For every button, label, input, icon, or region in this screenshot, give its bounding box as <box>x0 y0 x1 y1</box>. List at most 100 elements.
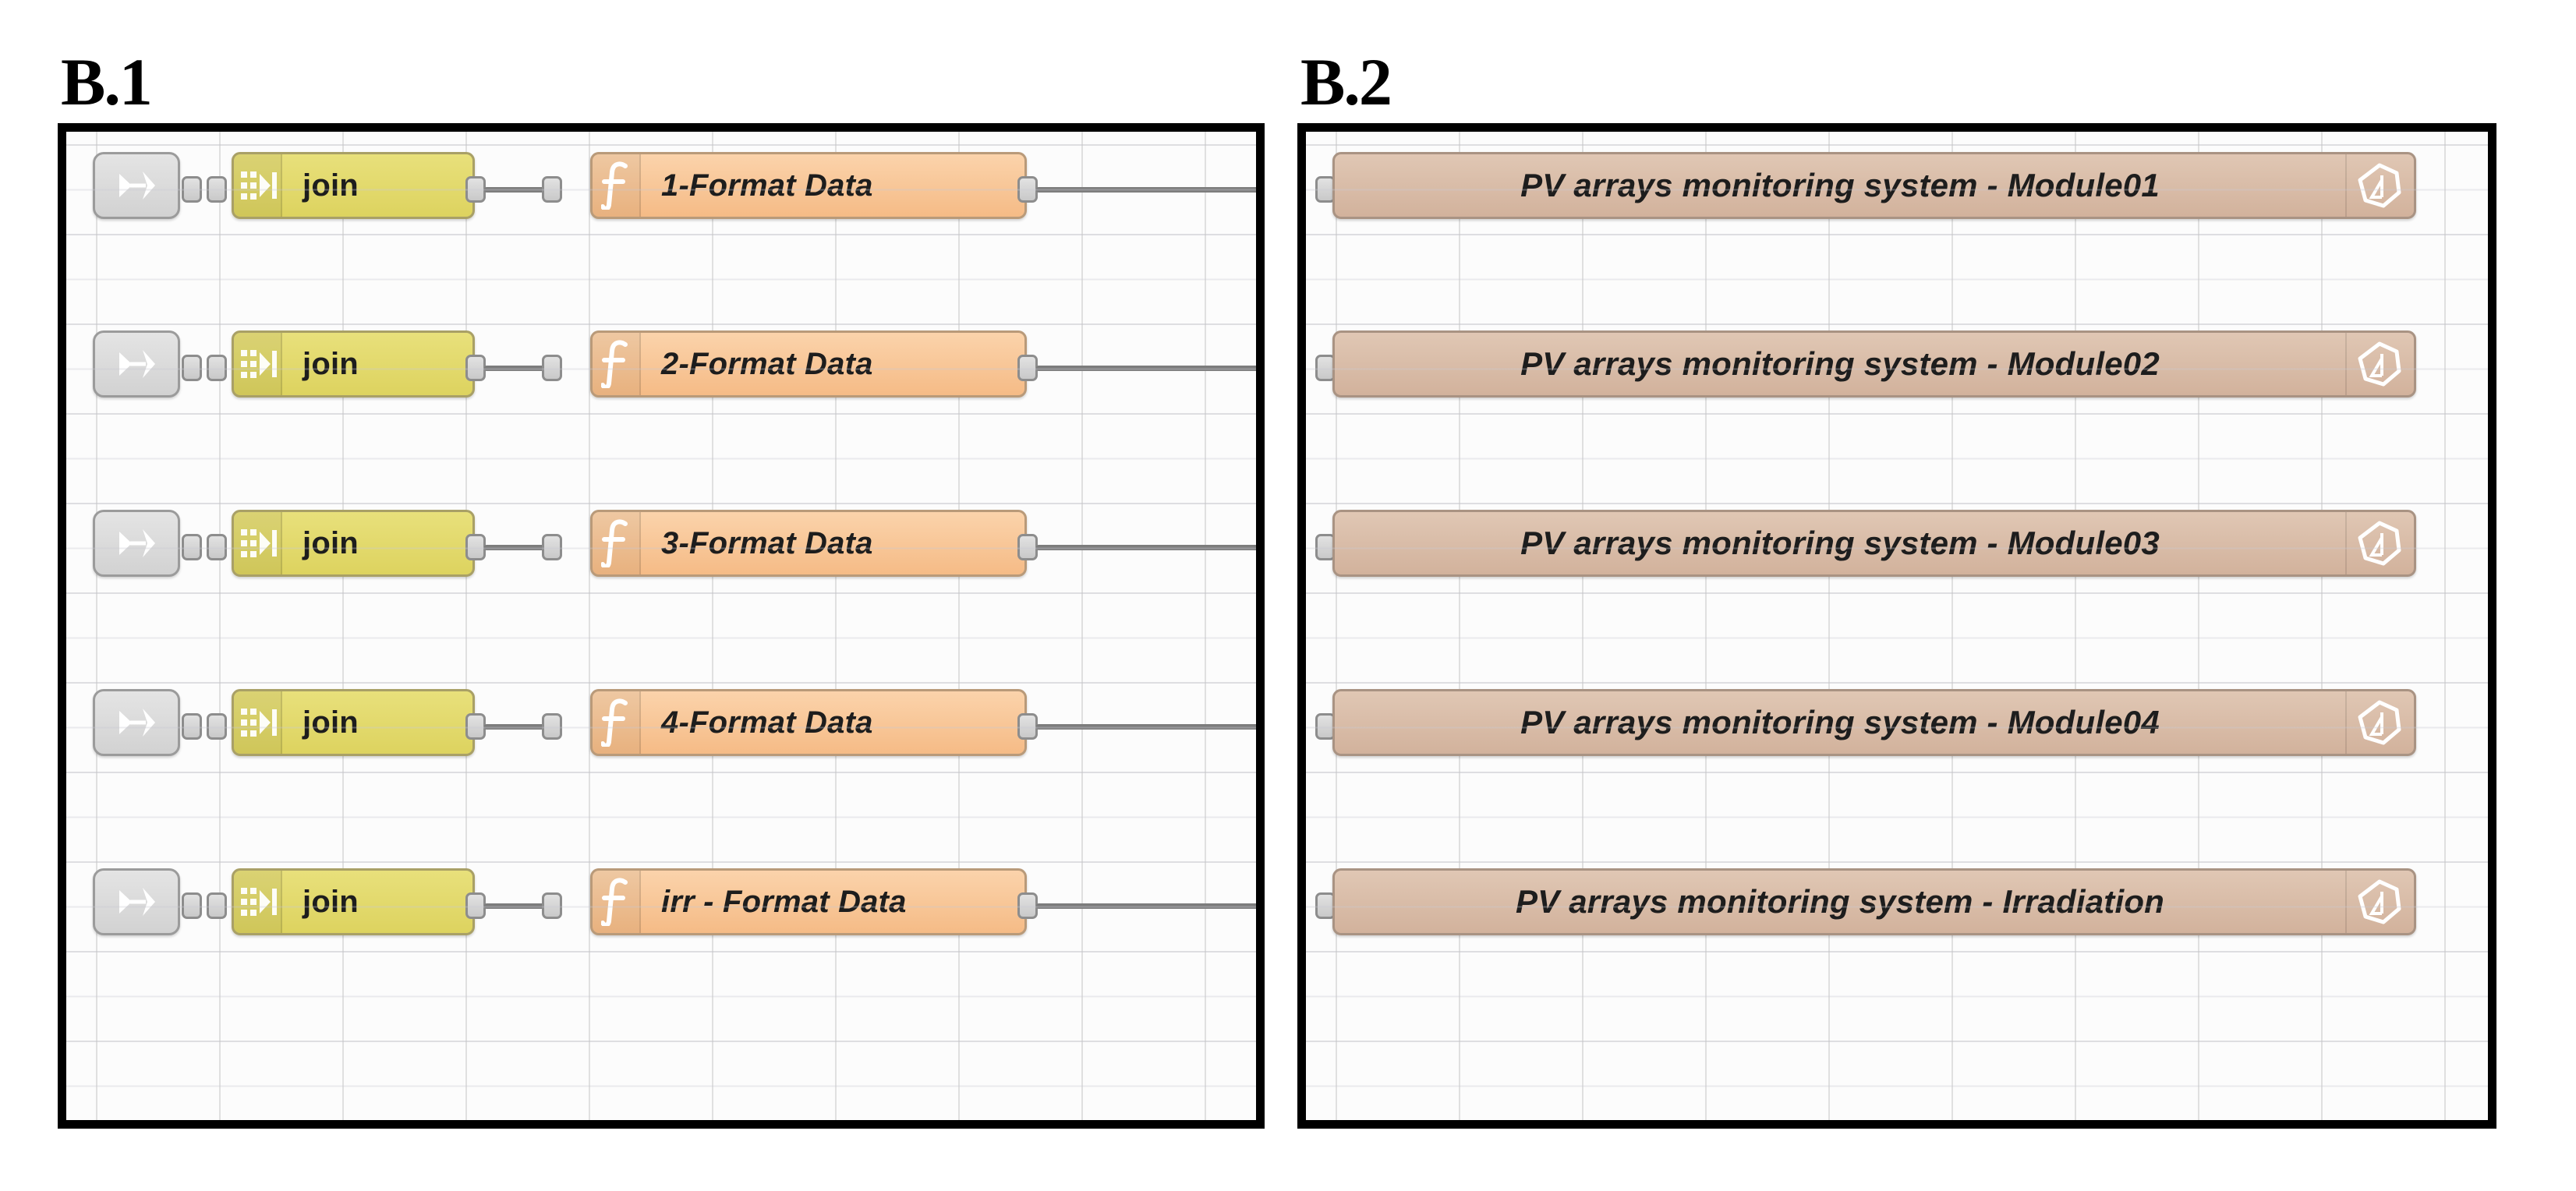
link-in-output-port[interactable] <box>182 355 202 381</box>
flow-row: join irr - Format Data <box>66 868 1256 946</box>
join-node[interactable]: join <box>232 868 475 935</box>
flow-row: join 2-Format Data <box>66 330 1256 408</box>
wire-join-to-function <box>484 903 545 909</box>
link-in-node[interactable] <box>93 689 180 756</box>
function-input-port[interactable] <box>542 176 562 203</box>
node-red-flow-panel-right: PV arrays monitoring system - Module01 P… <box>1297 123 2496 1129</box>
function-output-port[interactable] <box>1017 713 1038 740</box>
mqtt-icon <box>2345 333 2414 395</box>
wire-join-to-function <box>484 724 545 730</box>
join-output-port[interactable] <box>465 176 486 203</box>
link-in-icon <box>95 512 178 574</box>
join-input-port[interactable] <box>207 176 227 203</box>
mqtt-out-node[interactable]: PV arrays monitoring system - Irradiatio… <box>1332 868 2416 935</box>
link-in-output-port[interactable] <box>182 176 202 203</box>
link-in-icon <box>95 154 178 217</box>
join-node-label: join <box>303 525 359 560</box>
mqtt-out-node[interactable]: PV arrays monitoring system - Module04 <box>1332 689 2416 756</box>
function-output-port[interactable] <box>1017 534 1038 560</box>
join-output-port[interactable] <box>465 355 486 381</box>
function-output-port[interactable] <box>1017 176 1038 203</box>
wire-function-outgoing <box>1036 545 1256 550</box>
function-node[interactable]: 1-Format Data <box>590 152 1027 219</box>
flow-row: join 4-Format Data <box>66 689 1256 767</box>
function-node[interactable]: 2-Format Data <box>590 330 1027 398</box>
wire-function-outgoing <box>1036 366 1256 371</box>
flow-canvas-left[interactable]: join 1-Format Data <box>66 132 1256 1120</box>
link-in-node[interactable] <box>93 868 180 935</box>
function-node-label: 4-Format Data <box>661 705 873 740</box>
function-node-label: 2-Format Data <box>661 346 873 381</box>
node-red-flow-panel-left: join 1-Format Data <box>58 123 1265 1129</box>
mqtt-out-node[interactable]: PV arrays monitoring system - Module03 <box>1332 510 2416 577</box>
join-node[interactable]: join <box>232 689 475 756</box>
join-node[interactable]: join <box>232 510 475 577</box>
function-input-port[interactable] <box>542 892 562 919</box>
mqtt-icon <box>2345 871 2414 933</box>
join-icon <box>234 691 282 754</box>
join-node-label: join <box>303 884 359 919</box>
join-icon <box>234 871 282 933</box>
join-input-port[interactable] <box>207 892 227 919</box>
mqtt-node-label: PV arrays monitoring system - Module02 <box>1520 345 2160 382</box>
mqtt-out-node[interactable]: PV arrays monitoring system - Module02 <box>1332 330 2416 398</box>
function-input-port[interactable] <box>542 534 562 560</box>
link-in-node[interactable] <box>93 330 180 398</box>
mqtt-icon <box>2345 154 2414 217</box>
function-node[interactable]: 4-Format Data <box>590 689 1027 756</box>
join-node[interactable]: join <box>232 330 475 398</box>
link-in-output-port[interactable] <box>182 713 202 740</box>
mqtt-node-label: PV arrays monitoring system - Module03 <box>1520 525 2160 561</box>
wire-function-outgoing <box>1036 187 1256 193</box>
mqtt-input-port[interactable] <box>1315 892 1336 919</box>
join-node[interactable]: join <box>232 152 475 219</box>
function-node-label: 1-Format Data <box>661 168 873 203</box>
join-output-port[interactable] <box>465 713 486 740</box>
link-in-output-port[interactable] <box>182 534 202 560</box>
wire-join-to-function <box>484 187 545 193</box>
mqtt-node-label: PV arrays monitoring system - Irradiatio… <box>1515 883 2165 920</box>
join-icon <box>234 512 282 574</box>
join-node-label: join <box>303 168 359 203</box>
panel-caption-b2: B.2 <box>1300 44 1392 119</box>
join-node-label: join <box>303 705 359 740</box>
function-output-port[interactable] <box>1017 892 1038 919</box>
link-in-output-port[interactable] <box>182 892 202 919</box>
function-node[interactable]: 3-Format Data <box>590 510 1027 577</box>
function-icon <box>593 154 641 217</box>
flow-canvas-right[interactable]: PV arrays monitoring system - Module01 P… <box>1306 132 2488 1120</box>
link-in-node[interactable] <box>93 510 180 577</box>
join-input-port[interactable] <box>207 713 227 740</box>
flow-row: PV arrays monitoring system - Module03 <box>1306 510 2488 588</box>
link-in-node[interactable] <box>93 152 180 219</box>
mqtt-node-label: PV arrays monitoring system - Module01 <box>1520 167 2160 203</box>
flow-row: PV arrays monitoring system - Module04 <box>1306 689 2488 767</box>
function-node-label: irr - Format Data <box>661 884 907 919</box>
join-node-label: join <box>303 346 359 381</box>
mqtt-input-port[interactable] <box>1315 713 1336 740</box>
function-input-port[interactable] <box>542 713 562 740</box>
function-icon <box>593 333 641 395</box>
wire-function-outgoing <box>1036 724 1256 730</box>
flow-row: PV arrays monitoring system - Module02 <box>1306 330 2488 408</box>
flow-row: PV arrays monitoring system - Module01 <box>1306 152 2488 230</box>
function-icon <box>593 871 641 933</box>
mqtt-input-port[interactable] <box>1315 176 1336 203</box>
function-node[interactable]: irr - Format Data <box>590 868 1027 935</box>
join-input-port[interactable] <box>207 355 227 381</box>
wire-join-to-function <box>484 545 545 550</box>
join-output-port[interactable] <box>465 892 486 919</box>
panel-caption-b1: B.1 <box>61 44 153 119</box>
join-output-port[interactable] <box>465 534 486 560</box>
function-node-label: 3-Format Data <box>661 525 873 560</box>
mqtt-out-node[interactable]: PV arrays monitoring system - Module01 <box>1332 152 2416 219</box>
join-input-port[interactable] <box>207 534 227 560</box>
function-icon <box>593 512 641 574</box>
wire-join-to-function <box>484 366 545 371</box>
function-icon <box>593 691 641 754</box>
wire-function-outgoing <box>1036 903 1256 909</box>
function-output-port[interactable] <box>1017 355 1038 381</box>
join-icon <box>234 154 282 217</box>
function-input-port[interactable] <box>542 355 562 381</box>
flow-row: PV arrays monitoring system - Irradiatio… <box>1306 868 2488 946</box>
